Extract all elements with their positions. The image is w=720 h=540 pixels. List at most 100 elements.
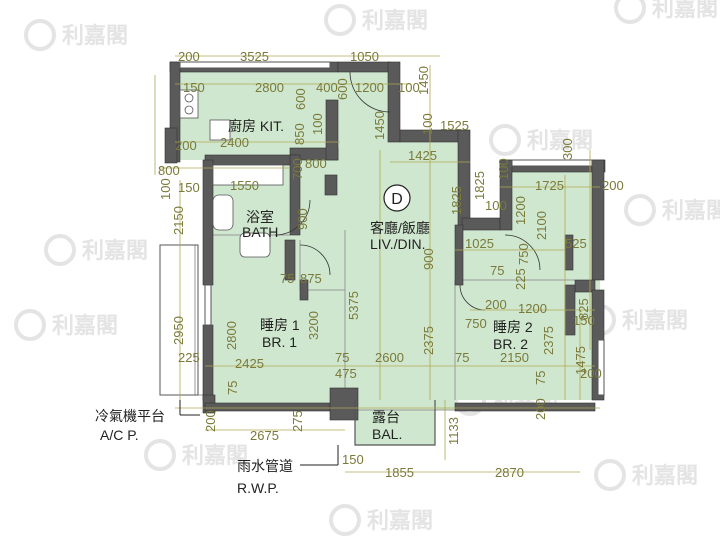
dimension-label: 200 <box>602 178 624 193</box>
watermark-text: 利嘉閣 <box>182 443 248 468</box>
dimension-label: 1855 <box>385 465 414 480</box>
bath-label-cn: 浴室 <box>246 209 274 225</box>
door-swing <box>299 244 331 276</box>
dimension-label: 225 <box>513 268 528 290</box>
wall <box>461 217 501 231</box>
dimension-label: 75 <box>533 371 548 385</box>
watermark-text: 利嘉閣 <box>662 198 720 223</box>
dimension-label: 800 <box>305 156 327 171</box>
watermark: 利嘉閣 <box>594 459 698 491</box>
wall <box>204 154 296 166</box>
dimension-label: 150 <box>178 180 200 195</box>
balcony-label-cn: 露台 <box>372 409 400 425</box>
dimension-label: 525 <box>565 236 587 251</box>
dimension-label: 1550 <box>230 178 259 193</box>
dimension-label: 900 <box>295 208 310 230</box>
dimension-label: 150 <box>573 313 595 328</box>
ac-platform <box>159 244 199 396</box>
windows <box>179 61 605 396</box>
dimension-label: 100 <box>420 113 435 135</box>
watermark: 利嘉閣 <box>14 309 118 341</box>
dimension-label: 1450 <box>372 111 387 140</box>
watermark: 利嘉閣 <box>614 0 718 24</box>
room-labels: 廚房 KIT. 浴室 BATH 客廳/飯廳 LIV./DIN. 睡房 1 BR.… <box>228 118 533 442</box>
dimension-label: 1825 <box>472 171 487 200</box>
dimension-label: 75 <box>490 263 504 278</box>
dimension-label: 3525 <box>240 49 269 64</box>
ac-platform-label-en: A/C P. <box>100 427 139 443</box>
dimension-label: 3200 <box>306 311 321 340</box>
wall <box>499 159 513 231</box>
living-label-en: LIV./DIN. <box>370 236 426 252</box>
dimension-label: 400 <box>316 80 338 95</box>
dimension-label: 100 <box>398 80 420 95</box>
dimension-label: 1525 <box>440 118 469 133</box>
burner <box>184 105 194 115</box>
external-callouts: 冷氣機平台 A/C P. 雨水管道 R.W.P. <box>95 400 339 496</box>
stove <box>179 89 199 119</box>
dimension-lines <box>154 55 600 473</box>
dimension-label: 100 <box>158 178 173 200</box>
dimension-label: 1200 <box>518 301 547 316</box>
dimension-label: 225 <box>178 350 200 365</box>
wall <box>299 279 309 301</box>
dimension-label: 750 <box>465 316 487 331</box>
dimension-label: 200 <box>533 398 548 420</box>
kitchen-label: 廚房 KIT. <box>228 118 284 134</box>
dimension-label: 150 <box>342 452 364 467</box>
watermark-text: 利嘉閣 <box>367 508 433 533</box>
br2-label-cn: 睡房 2 <box>493 319 533 335</box>
dimension-label: 750 <box>516 243 531 265</box>
dimension-label: 275 <box>290 410 305 432</box>
dimension-label: 2100 <box>534 211 549 240</box>
wall <box>324 174 338 196</box>
watermark-text: 利嘉閣 <box>62 23 128 48</box>
wall <box>329 387 359 421</box>
dimension-label: 850 <box>292 123 307 145</box>
watermark-text: 利嘉閣 <box>652 0 718 21</box>
dimension-label: 2150 <box>171 206 186 235</box>
dimension-label: 75 <box>455 350 469 365</box>
unit-badge: D <box>383 184 411 212</box>
dimension-label: 800 <box>158 163 180 178</box>
dimension-label: 1200 <box>513 196 528 225</box>
balcony-label-en: BAL. <box>372 426 402 442</box>
toilet <box>239 232 271 258</box>
bath-label-en: BATH <box>242 224 278 240</box>
dimension-label: 300 <box>560 138 575 160</box>
wall <box>204 402 331 412</box>
dimension-label: 200 <box>580 366 602 381</box>
window <box>179 61 331 69</box>
wall <box>454 224 464 286</box>
watermark: 利嘉閣 <box>329 504 433 536</box>
wall <box>202 324 214 401</box>
door-swing <box>349 71 391 113</box>
dimension-label: 2425 <box>235 356 264 371</box>
dimension-label: 600 <box>335 78 350 100</box>
dimension-label: 2375 <box>421 326 436 355</box>
wall <box>289 154 301 236</box>
watermark-text: 利嘉閣 <box>52 313 118 338</box>
wall <box>591 159 605 281</box>
balcony-outline <box>354 400 436 446</box>
kitchen-fixtures <box>179 89 231 141</box>
dimension-label: 100 <box>485 198 507 213</box>
door-swing <box>504 234 541 271</box>
watermark-text: 利嘉閣 <box>362 8 428 33</box>
window <box>511 159 593 167</box>
watermark: 利嘉閣 <box>324 4 428 36</box>
door-swing <box>274 199 311 236</box>
rwp-label-en: R.W.P. <box>237 480 279 496</box>
window <box>597 339 605 396</box>
dimension-label: 2800 <box>255 80 284 95</box>
dimension-label: 200 <box>203 410 218 432</box>
dimension-label: 600 <box>293 88 308 110</box>
dimension-label: 200 <box>485 297 507 312</box>
watermark-text: 利嘉閣 <box>622 308 688 333</box>
dimension-label: 2870 <box>495 465 524 480</box>
dimension-label: 75 <box>335 350 349 365</box>
dimension-label: 200 <box>178 49 200 64</box>
wall <box>164 127 178 164</box>
dimension-label: 75 <box>225 381 240 395</box>
